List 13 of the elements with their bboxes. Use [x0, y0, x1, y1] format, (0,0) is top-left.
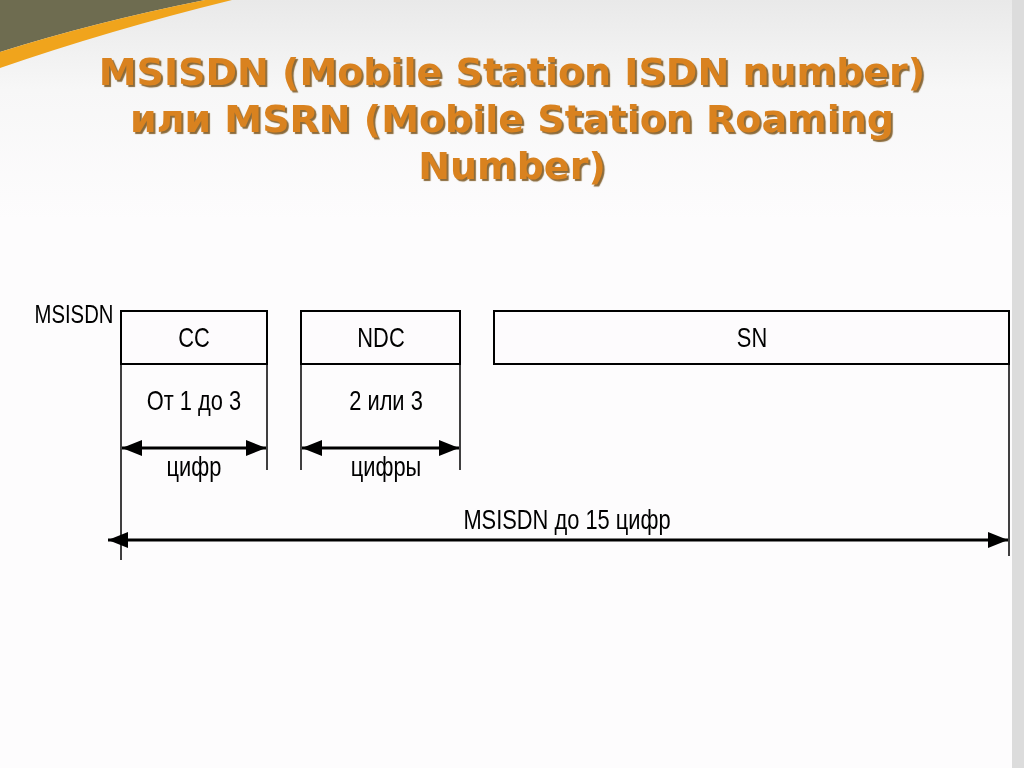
field-box: [120, 310, 268, 365]
field-name: CC: [178, 322, 210, 353]
field-name: NDC: [356, 322, 405, 353]
row-label: MSISDN: [34, 299, 114, 329]
total-length-label: MSISDN до 15 цифр: [463, 505, 671, 535]
field-box: [300, 310, 461, 365]
field-name: SN: [736, 322, 767, 353]
slide-title: MSISDN (Mobile Station ISDN number) или MSRN (Mobile Station Roaming Number): [97, 49, 927, 190]
digit-count: От 1 до 3: [146, 386, 242, 416]
digit-count: 2 или 3: [349, 386, 423, 416]
field-box: [493, 310, 1010, 365]
digit-count: цифры: [350, 452, 422, 482]
digit-count: цифр: [166, 452, 222, 482]
